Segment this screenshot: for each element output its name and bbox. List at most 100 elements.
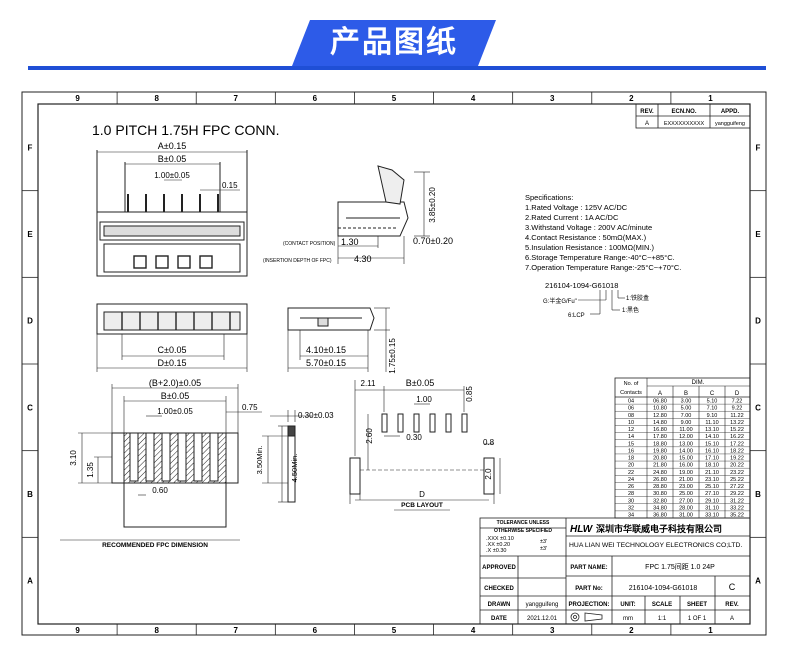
table-cell: 14.00 <box>679 448 693 454</box>
dim-h2: 1.75±0.15 <box>388 338 397 374</box>
table-cell: 20.22 <box>730 463 744 469</box>
pcb-label: PCB LAYOUT <box>401 502 443 509</box>
connector-side-view <box>337 165 430 264</box>
table-cell: 34 <box>628 513 634 519</box>
spec-line-6: 6.Storage Temperature Range:-40°C~+85°C. <box>525 253 675 262</box>
size-code: C <box>729 582 736 592</box>
table-cell: 20 <box>628 463 634 469</box>
table-cell: 19.80 <box>653 448 667 454</box>
table-cell: 04 <box>628 399 634 405</box>
table-cell: 14.80 <box>653 420 667 426</box>
dim-d: D±0.15 <box>158 358 187 368</box>
fpc-dim-b2: (B+2.0)±0.05 <box>149 378 201 388</box>
zone-col-bottom: 4 <box>471 626 476 635</box>
table-cell: 31.10 <box>705 505 719 511</box>
zone-col-top: 4 <box>471 94 476 103</box>
zone-col-bottom: 6 <box>313 626 318 635</box>
spec-line-7: 7.Operation Temperature Range:-25°C~+70°… <box>525 263 681 272</box>
table-cell: 15.10 <box>705 441 719 447</box>
table-dim-header: DIM. <box>692 380 705 386</box>
zone-col-top: 5 <box>392 94 397 103</box>
zone-col-bottom: 8 <box>154 626 159 635</box>
zone-row-left: D <box>27 317 33 326</box>
tol-angle-1: ±3' <box>540 539 547 545</box>
table-cell: 7.22 <box>732 399 743 405</box>
table-cell: 14.10 <box>705 434 719 440</box>
table-cell: 30 <box>628 498 634 504</box>
zone-col-bottom: 5 <box>392 626 397 635</box>
zone-col-bottom: 2 <box>629 626 634 635</box>
zone-col-top: 7 <box>234 94 239 103</box>
pcb-dim-pw: 0.30 <box>406 433 422 442</box>
table-cell: 12 <box>628 427 634 433</box>
zone-row-left: A <box>27 577 33 586</box>
table-cell: 35.22 <box>730 513 744 519</box>
table-cell: 17.80 <box>653 434 667 440</box>
ecn-value: EXXXXXXXXXX <box>664 121 705 127</box>
table-cell: 21.10 <box>705 470 719 476</box>
table-cell: 32.80 <box>653 498 667 504</box>
table-cell: 33.22 <box>730 505 744 511</box>
table-cell: 12.80 <box>653 413 667 419</box>
scale-value: 1:1 <box>658 616 667 622</box>
company-logo: HLW <box>570 524 594 535</box>
table-cell: 21.80 <box>653 463 667 469</box>
code-note-1: 1:铁胶盒 <box>626 294 649 302</box>
projection-icon <box>570 612 603 622</box>
table-cell: 13.00 <box>679 441 693 447</box>
dim-thickness: 0.70±0.20 <box>413 236 453 246</box>
table-cell: 5.00 <box>681 406 692 412</box>
table-cell: 22 <box>628 470 634 476</box>
table-cell: 34.80 <box>653 505 667 511</box>
header-tab <box>292 20 496 66</box>
fpc-dimension-view <box>60 384 262 541</box>
table-cell: 15.22 <box>730 427 744 433</box>
spec-line-3: 3.Withstand Voltage : 200V AC/minute <box>525 223 652 232</box>
fpc-dim-t: 0.30±0.03 <box>298 411 334 420</box>
tolerance-title: TOLERANCE UNLESS <box>497 520 550 526</box>
checked-label: CHECKED <box>484 586 514 592</box>
revision-table: REV. ECN.NO. APPD. A EXXXXXXXXXX yanggui… <box>635 103 751 129</box>
table-cell: 15 <box>628 441 634 447</box>
pcb-layout <box>349 380 501 511</box>
dim-insertion: 4.30 <box>354 254 372 264</box>
fpc-dim-pitch: 1.00±0.05 <box>157 407 193 416</box>
part-name-label: PART NAME: <box>570 565 607 571</box>
fpc-label: RECOMMENDED FPC DIMENSION <box>102 542 208 549</box>
zone-row-right: A <box>755 577 761 586</box>
table-col-b: B <box>684 391 688 397</box>
table-cell: 10 <box>628 420 634 426</box>
approved-label: APPROVED <box>482 565 516 571</box>
rev-value-tb: A <box>730 616 734 622</box>
company-name-cn: 深圳市华联威电子科技有限公司 <box>596 523 722 534</box>
tol-line-3: .X ±0.30 <box>486 548 506 554</box>
table-head-1: No. of <box>624 381 639 387</box>
table-cell: 06.80 <box>653 399 667 405</box>
table-cell: 13.22 <box>730 420 744 426</box>
table-cell: 23.00 <box>679 484 693 490</box>
pcb-dim-h: 2.60 <box>365 428 374 444</box>
zone-row-right: B <box>755 490 761 499</box>
fpc-dim-3-50: 3.50Min. <box>255 446 264 475</box>
table-cell: 19.22 <box>730 456 744 462</box>
pcb-dim-e: 2.11 <box>361 379 377 388</box>
code-note-2: 1:黑色 <box>622 306 639 314</box>
spec-line-5: 5.Insulation Resistance : 100MΩ(MIN.) <box>525 243 654 252</box>
table-cell: 31.00 <box>679 513 693 519</box>
zone-row-right: F <box>756 143 761 152</box>
table-cell: 26.80 <box>653 477 667 483</box>
zone-col-top: 9 <box>75 94 80 103</box>
zone-col-bottom: 7 <box>234 626 239 635</box>
table-cell: 3.00 <box>681 399 692 405</box>
insertion-depth-label: (INSERTION DEPTH OF FPC) <box>263 258 332 264</box>
table-cell: 18.22 <box>730 448 744 454</box>
table-cell: 24.80 <box>653 470 667 476</box>
fpc-dim-w: 0.75 <box>242 403 258 412</box>
table-cell: 18.80 <box>653 441 667 447</box>
unit-label: UNIT: <box>620 602 635 608</box>
part-no-label: PART No: <box>575 586 603 592</box>
spec-line-4: 4.Contact Resistance : 50mΩ(MAX.) <box>525 233 647 242</box>
table-cell: 9.00 <box>681 420 692 426</box>
table-cell: 11.22 <box>730 413 743 419</box>
fpc-dim-4-50: 4.50Min. <box>290 454 299 483</box>
